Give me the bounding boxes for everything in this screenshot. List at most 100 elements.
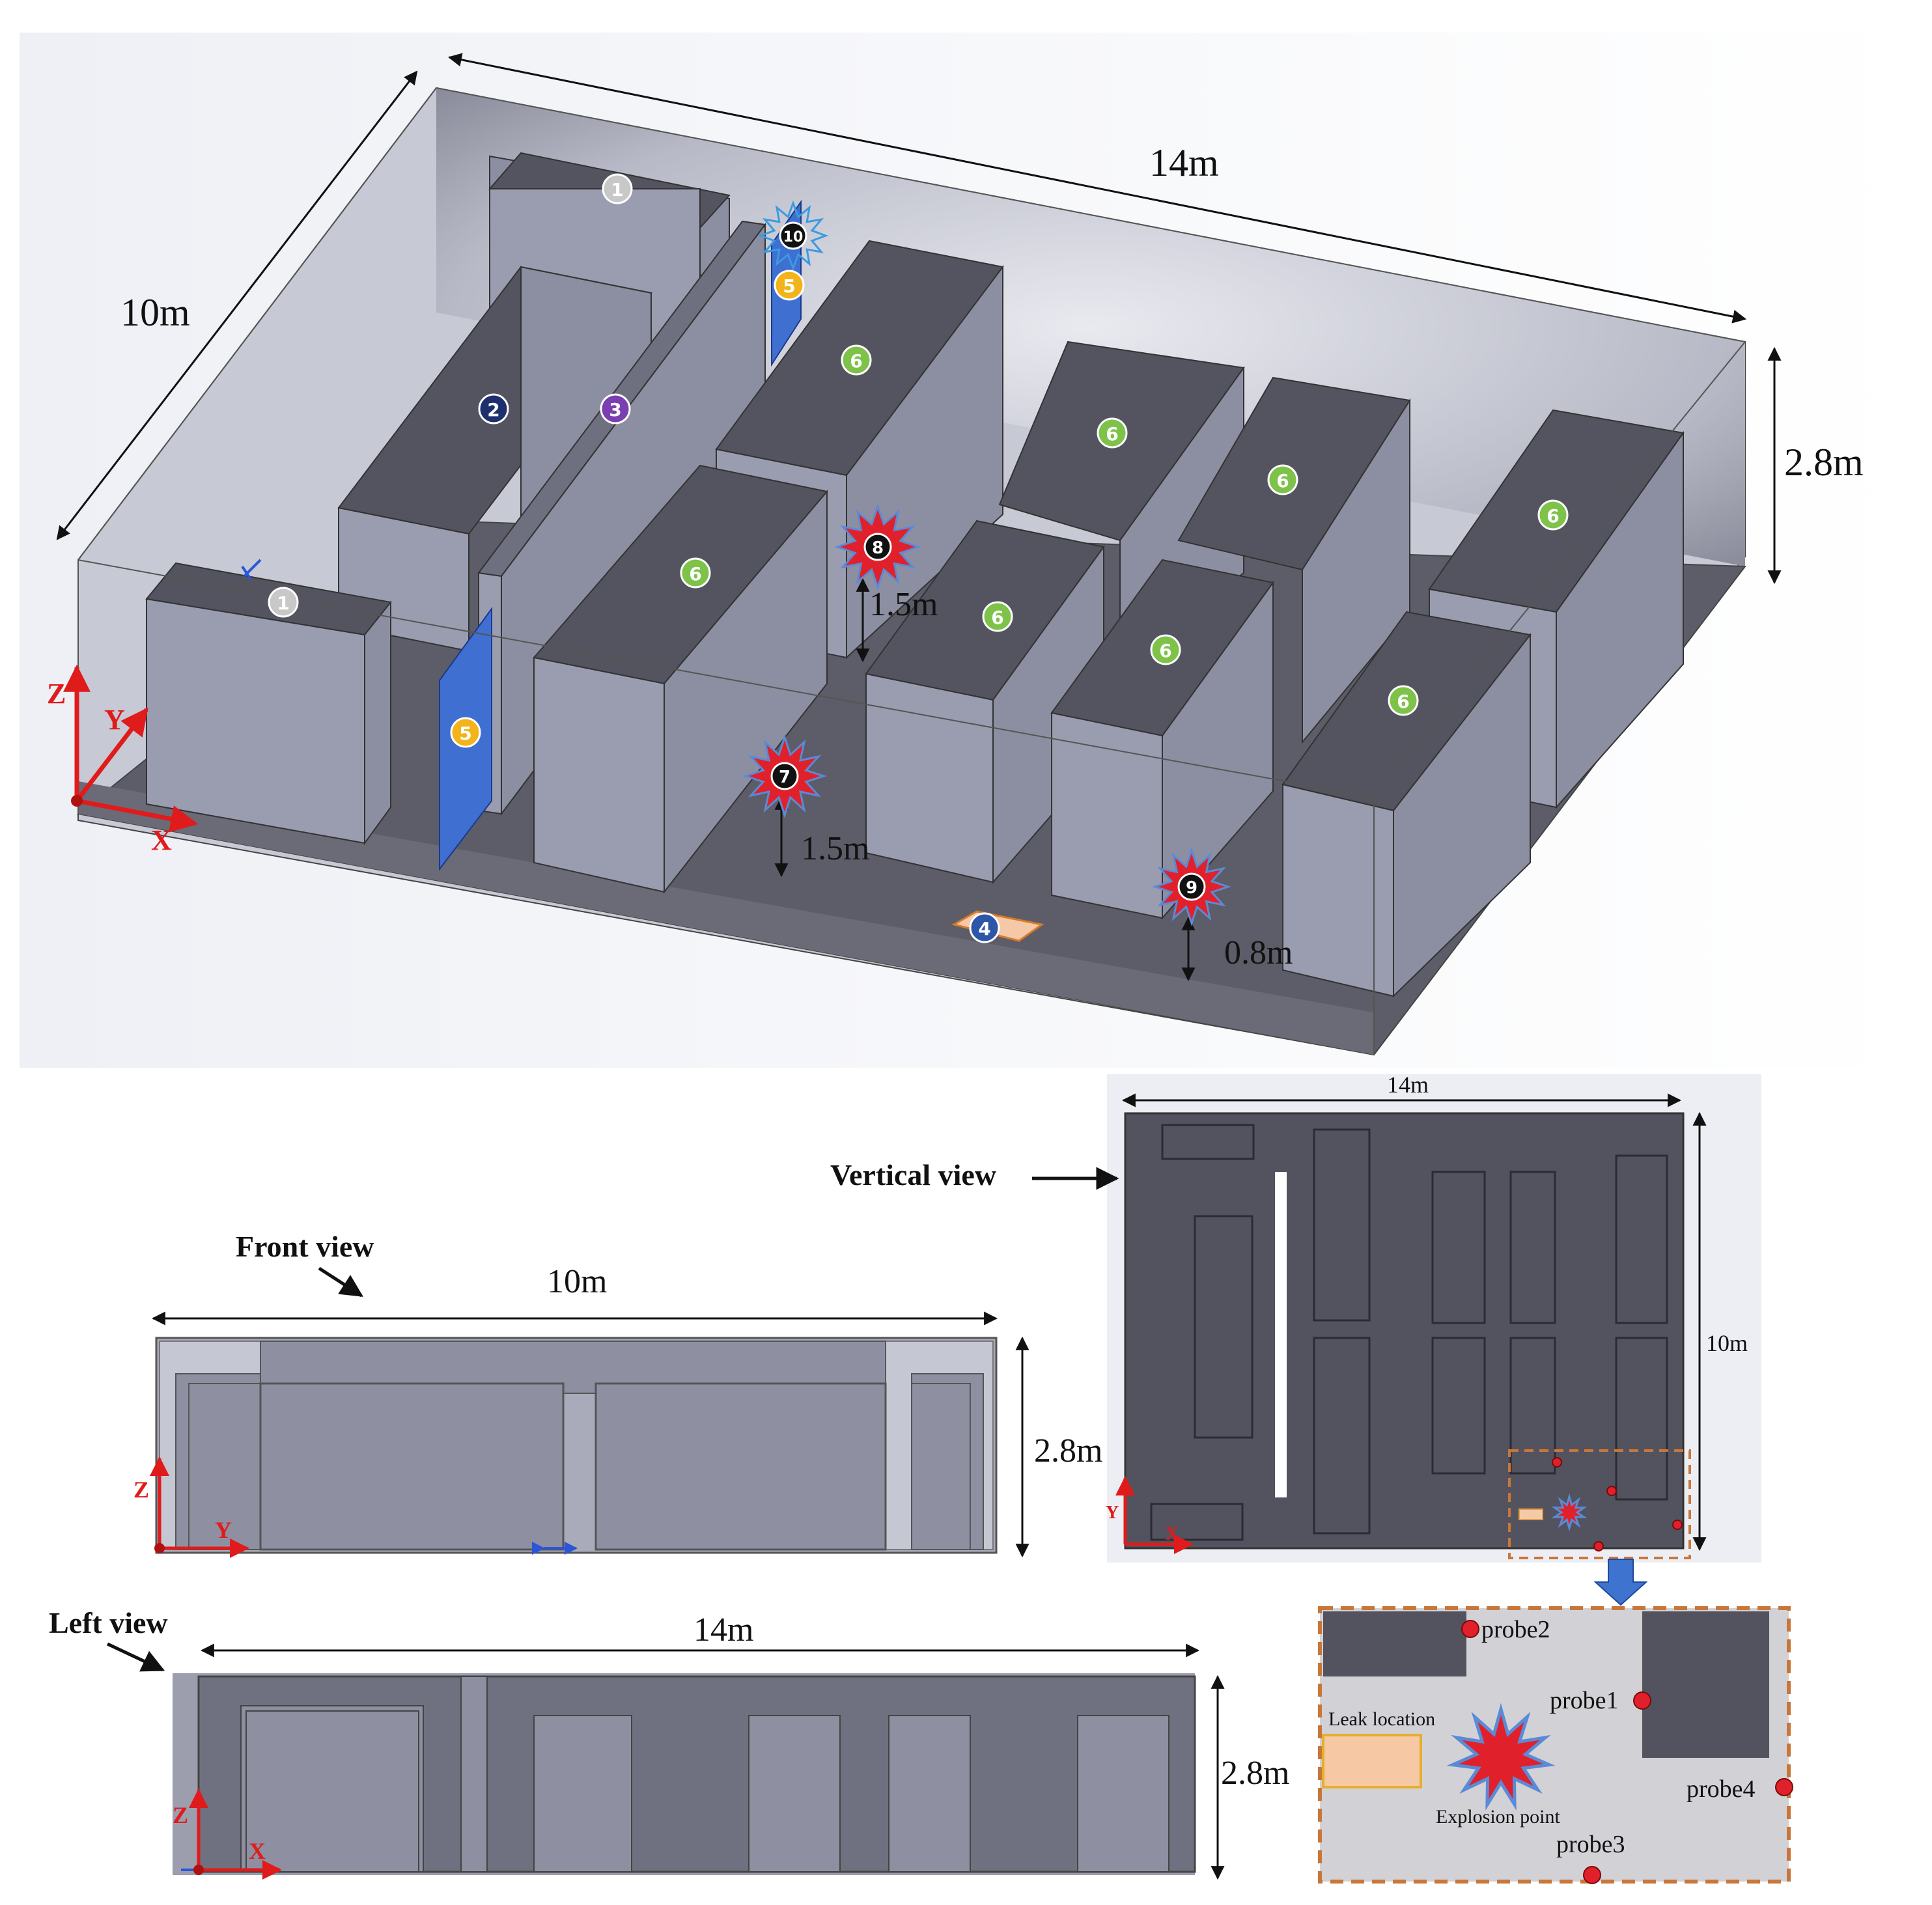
left-box-1 — [240, 1705, 424, 1872]
front-y-label: Y — [215, 1517, 232, 1543]
svg-text:4: 4 — [978, 918, 990, 939]
left-z-label: Z — [173, 1802, 188, 1828]
vertical-length-label: 14m — [1387, 1072, 1429, 1098]
detail-leak-location — [1322, 1734, 1422, 1788]
small-blue-axis — [241, 559, 262, 581]
detail-view: probe2 probe1 probe4 probe3 Leak locatio… — [1318, 1606, 1793, 1884]
probe1-dot — [1633, 1691, 1651, 1710]
marker-2: 2 — [478, 393, 509, 424]
left-box-4 — [888, 1715, 971, 1872]
front-box-left — [259, 1382, 565, 1551]
marker-6-label: 6 — [991, 607, 1003, 628]
leak-location-label: Leak location — [1328, 1708, 1435, 1730]
h9-label: 0.8m — [1224, 934, 1293, 971]
vertical-room — [1124, 1112, 1685, 1550]
marker-6-label: 6 — [850, 350, 862, 372]
front-view-title: Front view — [236, 1230, 374, 1263]
dim-width-label: 10m — [120, 291, 190, 334]
h8-label: 1.5m — [869, 586, 938, 623]
floor-edge — [78, 781, 1374, 1055]
marker-5-lower: 5 — [450, 717, 481, 748]
vertical-width-label: 10m — [1706, 1330, 1748, 1356]
marker-4: 4 — [969, 912, 1000, 943]
left-view-pointer — [106, 1642, 165, 1672]
detail-box-top-left — [1323, 1611, 1466, 1676]
h7-label: 1.5m — [801, 830, 869, 867]
marker-6-label: 6 — [1159, 640, 1171, 661]
marker-6-circle — [1388, 685, 1419, 716]
svg-text:7: 7 — [779, 768, 791, 787]
dim-length-arrow — [447, 53, 1747, 324]
marker-6-circle — [982, 601, 1013, 632]
marker-6-label: 6 — [1547, 505, 1559, 527]
svg-text:1: 1 — [277, 592, 289, 614]
iso-y-axis — [75, 707, 148, 803]
marker-10: 10 — [779, 221, 807, 250]
svg-text:5: 5 — [459, 723, 471, 744]
dim-width-arrow — [56, 70, 418, 540]
marker-6-circle — [841, 344, 872, 376]
front-box-right — [595, 1382, 887, 1551]
vertical-view-title: Vertical view — [830, 1158, 996, 1191]
probe2-dot — [1461, 1620, 1479, 1638]
marker-1-front: 1 — [268, 587, 299, 618]
left-length-label: 14m — [693, 1611, 753, 1648]
svg-text:10: 10 — [783, 229, 804, 245]
front-view-pointer — [318, 1266, 363, 1298]
vertical-view: Vertical view 14m 10m — [830, 1072, 1761, 1606]
marker-6-circle — [1097, 417, 1128, 449]
iso-axes: Z Y X — [47, 664, 199, 856]
iso-z-label: Z — [47, 678, 66, 710]
dim-length-label: 14m — [1149, 141, 1219, 184]
marker-9: 9 — [1177, 872, 1206, 901]
marker-6-circle — [1537, 499, 1569, 531]
left-view: Left view 14m 2.8m Z X — [49, 1606, 1289, 1880]
iso-x-axis — [76, 798, 199, 833]
zoom-arrow-icon — [1593, 1559, 1648, 1606]
marker-5-upper: 5 — [774, 270, 805, 301]
front-z-label: Z — [133, 1477, 149, 1503]
marker-1-back: 1 — [602, 173, 633, 204]
marker-6-label: 6 — [1397, 691, 1409, 712]
front-height-label: 2.8m — [1034, 1432, 1102, 1469]
detail-box-right — [1642, 1611, 1769, 1758]
svg-text:5: 5 — [783, 275, 795, 297]
probe3-label: probe3 — [1556, 1831, 1625, 1858]
left-box-2 — [533, 1715, 632, 1872]
explosion-10 — [757, 200, 829, 271]
left-x-label: X — [249, 1838, 266, 1864]
vertical-leak — [1519, 1509, 1543, 1520]
marker-6-circle — [680, 557, 711, 589]
iso-y-label: Y — [104, 704, 125, 736]
vertical-explosion — [1551, 1493, 1588, 1532]
probe4-dot — [1775, 1778, 1793, 1796]
left-box-5 — [1077, 1715, 1169, 1872]
marker-8: 8 — [863, 533, 892, 561]
probe3-dot — [1583, 1866, 1601, 1884]
explosion-star-icon — [757, 200, 829, 271]
vertical-detail-box — [1508, 1449, 1691, 1559]
iso-origin — [71, 795, 83, 807]
probe2-label: probe2 — [1481, 1616, 1550, 1643]
dim-height-label: 2.8m — [1784, 441, 1864, 484]
vertical-probes — [1552, 1457, 1683, 1551]
marker-6-circle — [1150, 634, 1181, 665]
marker-6-circle — [1267, 464, 1298, 495]
left-box-3 — [748, 1715, 841, 1872]
probe1-label: probe1 — [1550, 1687, 1619, 1714]
left-height-label: 2.8m — [1221, 1755, 1289, 1792]
probe4-label: probe4 — [1687, 1775, 1756, 1803]
vertical-y-label: Y — [1106, 1503, 1119, 1523]
svg-text:1: 1 — [611, 179, 623, 201]
marker-6-label: 6 — [1276, 470, 1289, 492]
front-view: Front view 10m 2.8m Z Y — [133, 1230, 1102, 1558]
front-width-label: 10m — [547, 1263, 607, 1300]
left-wall — [460, 1676, 488, 1872]
iso-x-label: X — [151, 824, 172, 856]
room-right-top-edge — [1373, 341, 1746, 798]
svg-text:8: 8 — [872, 538, 884, 558]
marker-7: 7 — [770, 762, 799, 790]
svg-text:2: 2 — [487, 399, 499, 421]
